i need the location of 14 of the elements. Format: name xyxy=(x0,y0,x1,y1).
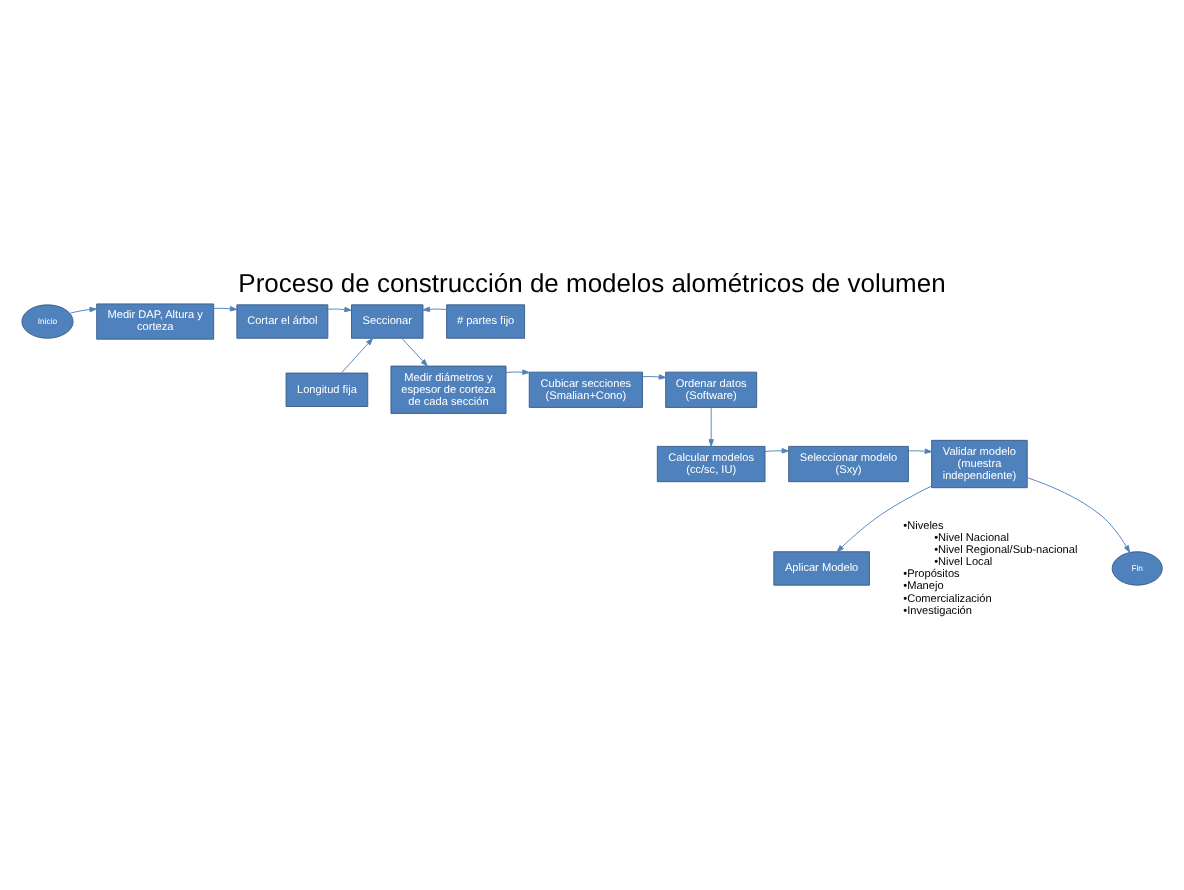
arrow xyxy=(213,306,238,312)
diagram-title: Proceso de construcción de modelos alométricos de volumen xyxy=(238,268,946,299)
arrow xyxy=(401,338,428,367)
arrow xyxy=(327,306,352,313)
arrow xyxy=(1026,477,1131,553)
arrow xyxy=(642,374,667,380)
arrow xyxy=(69,306,97,314)
arrow xyxy=(505,369,530,375)
arrow xyxy=(340,338,374,374)
arrow xyxy=(764,448,790,454)
arrow xyxy=(836,485,932,553)
arrow xyxy=(908,448,933,454)
arrow xyxy=(422,306,447,312)
arrow xyxy=(708,407,714,447)
